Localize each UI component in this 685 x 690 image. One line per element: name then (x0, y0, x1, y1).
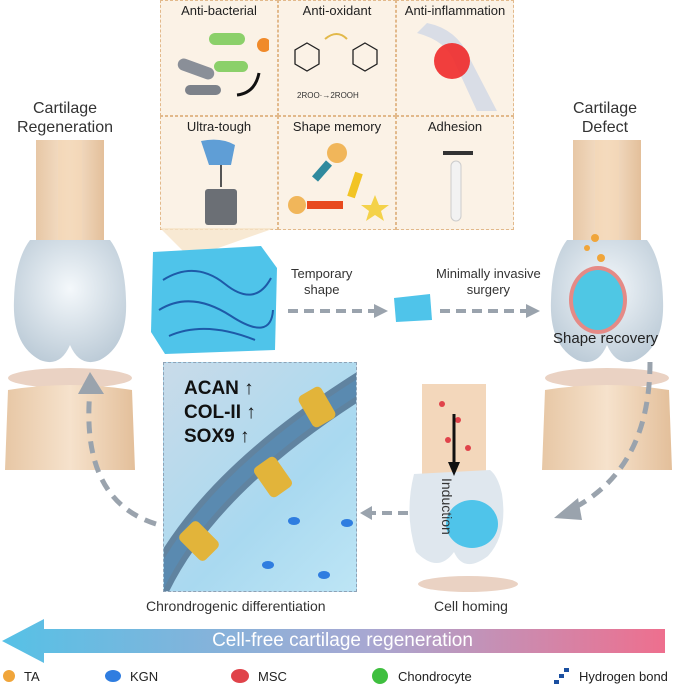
left-meniscus (8, 368, 132, 388)
property-antioxidant: Anti-oxidant 2ROO·→2ROOH (278, 0, 396, 116)
arrow-to-surgery (440, 304, 540, 318)
right-title: Cartilage Defect (540, 99, 670, 137)
surgery-label: Minimally invasive surgery (436, 266, 541, 298)
property-label: Shape memory (292, 119, 382, 134)
property-label: Anti-oxidant (302, 3, 372, 18)
property-ultratough: Ultra-tough (160, 116, 278, 230)
cell-membrane-illustration (164, 372, 356, 591)
reaction-text: 2ROO·→2ROOH (297, 91, 359, 100)
arrow-to-homing (554, 361, 653, 520)
left-title-line1: Cartilage (32, 100, 98, 117)
banner-text: Cell-free cartilage regeneration (212, 630, 473, 651)
legend-label: Hydrogen bond (579, 668, 668, 684)
msc-cell-icon (231, 669, 249, 683)
left-title: Cartilage Regeneration (0, 99, 130, 137)
catechol-quinone-icon (294, 33, 378, 72)
process-banner-arrow (2, 619, 665, 663)
arrow-to-temporary (288, 304, 388, 318)
legend-chondrocyte: Chondrocyte (370, 666, 472, 686)
property-adhesion: Adhesion (396, 116, 514, 230)
legend-ta: TA (2, 666, 40, 686)
marker-acan: ACAN ↑ (184, 378, 254, 399)
weight-icon (201, 139, 237, 225)
bacteria-icon (177, 33, 269, 97)
surgery-line2: surgery (466, 282, 511, 297)
right-title-line2: Defect (581, 119, 629, 136)
legend-hydrogen-bond: Hydrogen bond (553, 666, 668, 686)
cell-homing-illustration (409, 384, 518, 592)
legend-kgn: KGN (104, 666, 158, 686)
legend-label: TA (24, 668, 40, 684)
differentiation-label: Chrondrogenic differentiation (146, 598, 326, 614)
right-bone-illustration (542, 140, 672, 470)
arrow-to-regeneration (78, 372, 157, 527)
ta-dot-icon (3, 670, 15, 682)
temporary-shape-label: Temporary shape (291, 266, 352, 298)
legend-label: Chondrocyte (398, 668, 472, 684)
cell-homing-label: Cell homing (434, 598, 508, 614)
hydrogel-block (151, 246, 277, 354)
legend-label: MSC (258, 668, 287, 684)
compressed-hydrogel (394, 294, 432, 322)
left-title-line2: Regeneration (16, 119, 114, 136)
property-label: Ultra-tough (186, 119, 252, 134)
kgn-blob-icon (105, 670, 121, 682)
shape-cycle-icon (288, 143, 389, 221)
property-label: Adhesion (427, 119, 483, 134)
marker-list: ACAN ↑ COL-II ↑ SOX9 ↑ (184, 377, 256, 449)
shape-recovery-label: Shape recovery (553, 330, 659, 347)
adhesion-icon (443, 151, 473, 222)
induction-label: Induction (439, 478, 455, 535)
left-tibia (5, 385, 135, 470)
marker-col2: COL-II ↑ (184, 402, 256, 423)
property-antibacterial: Anti-bacterial (160, 0, 278, 116)
right-title-line1: Cartilage (572, 100, 638, 117)
surgery-line1: Minimally invasive (436, 266, 541, 281)
property-label: Anti-bacterial (181, 3, 257, 18)
differentiation-panel: ACAN ↑ COL-II ↑ SOX9 ↑ (163, 362, 357, 592)
marker-sox9: SOX9 ↑ (184, 426, 250, 447)
legend-label: KGN (130, 668, 159, 684)
left-cartilage (13, 240, 127, 363)
left-bone-illustration (5, 140, 135, 470)
chondrocyte-cell-icon (372, 668, 388, 684)
temporary-shape-line1: Temporary (291, 266, 353, 281)
property-label: Anti-inflammation (404, 3, 506, 18)
arrow-to-differentiation (360, 506, 408, 520)
implanted-hydrogel (573, 270, 623, 330)
property-shapememory: Shape memory (278, 116, 396, 230)
inflamed-knee-icon (417, 23, 497, 111)
temporary-shape-line2: shape (304, 282, 340, 297)
hydrogen-bond-icon (554, 668, 569, 684)
legend-msc: MSC (230, 666, 287, 686)
property-antiinflammation: Anti-inflammation (396, 0, 514, 116)
